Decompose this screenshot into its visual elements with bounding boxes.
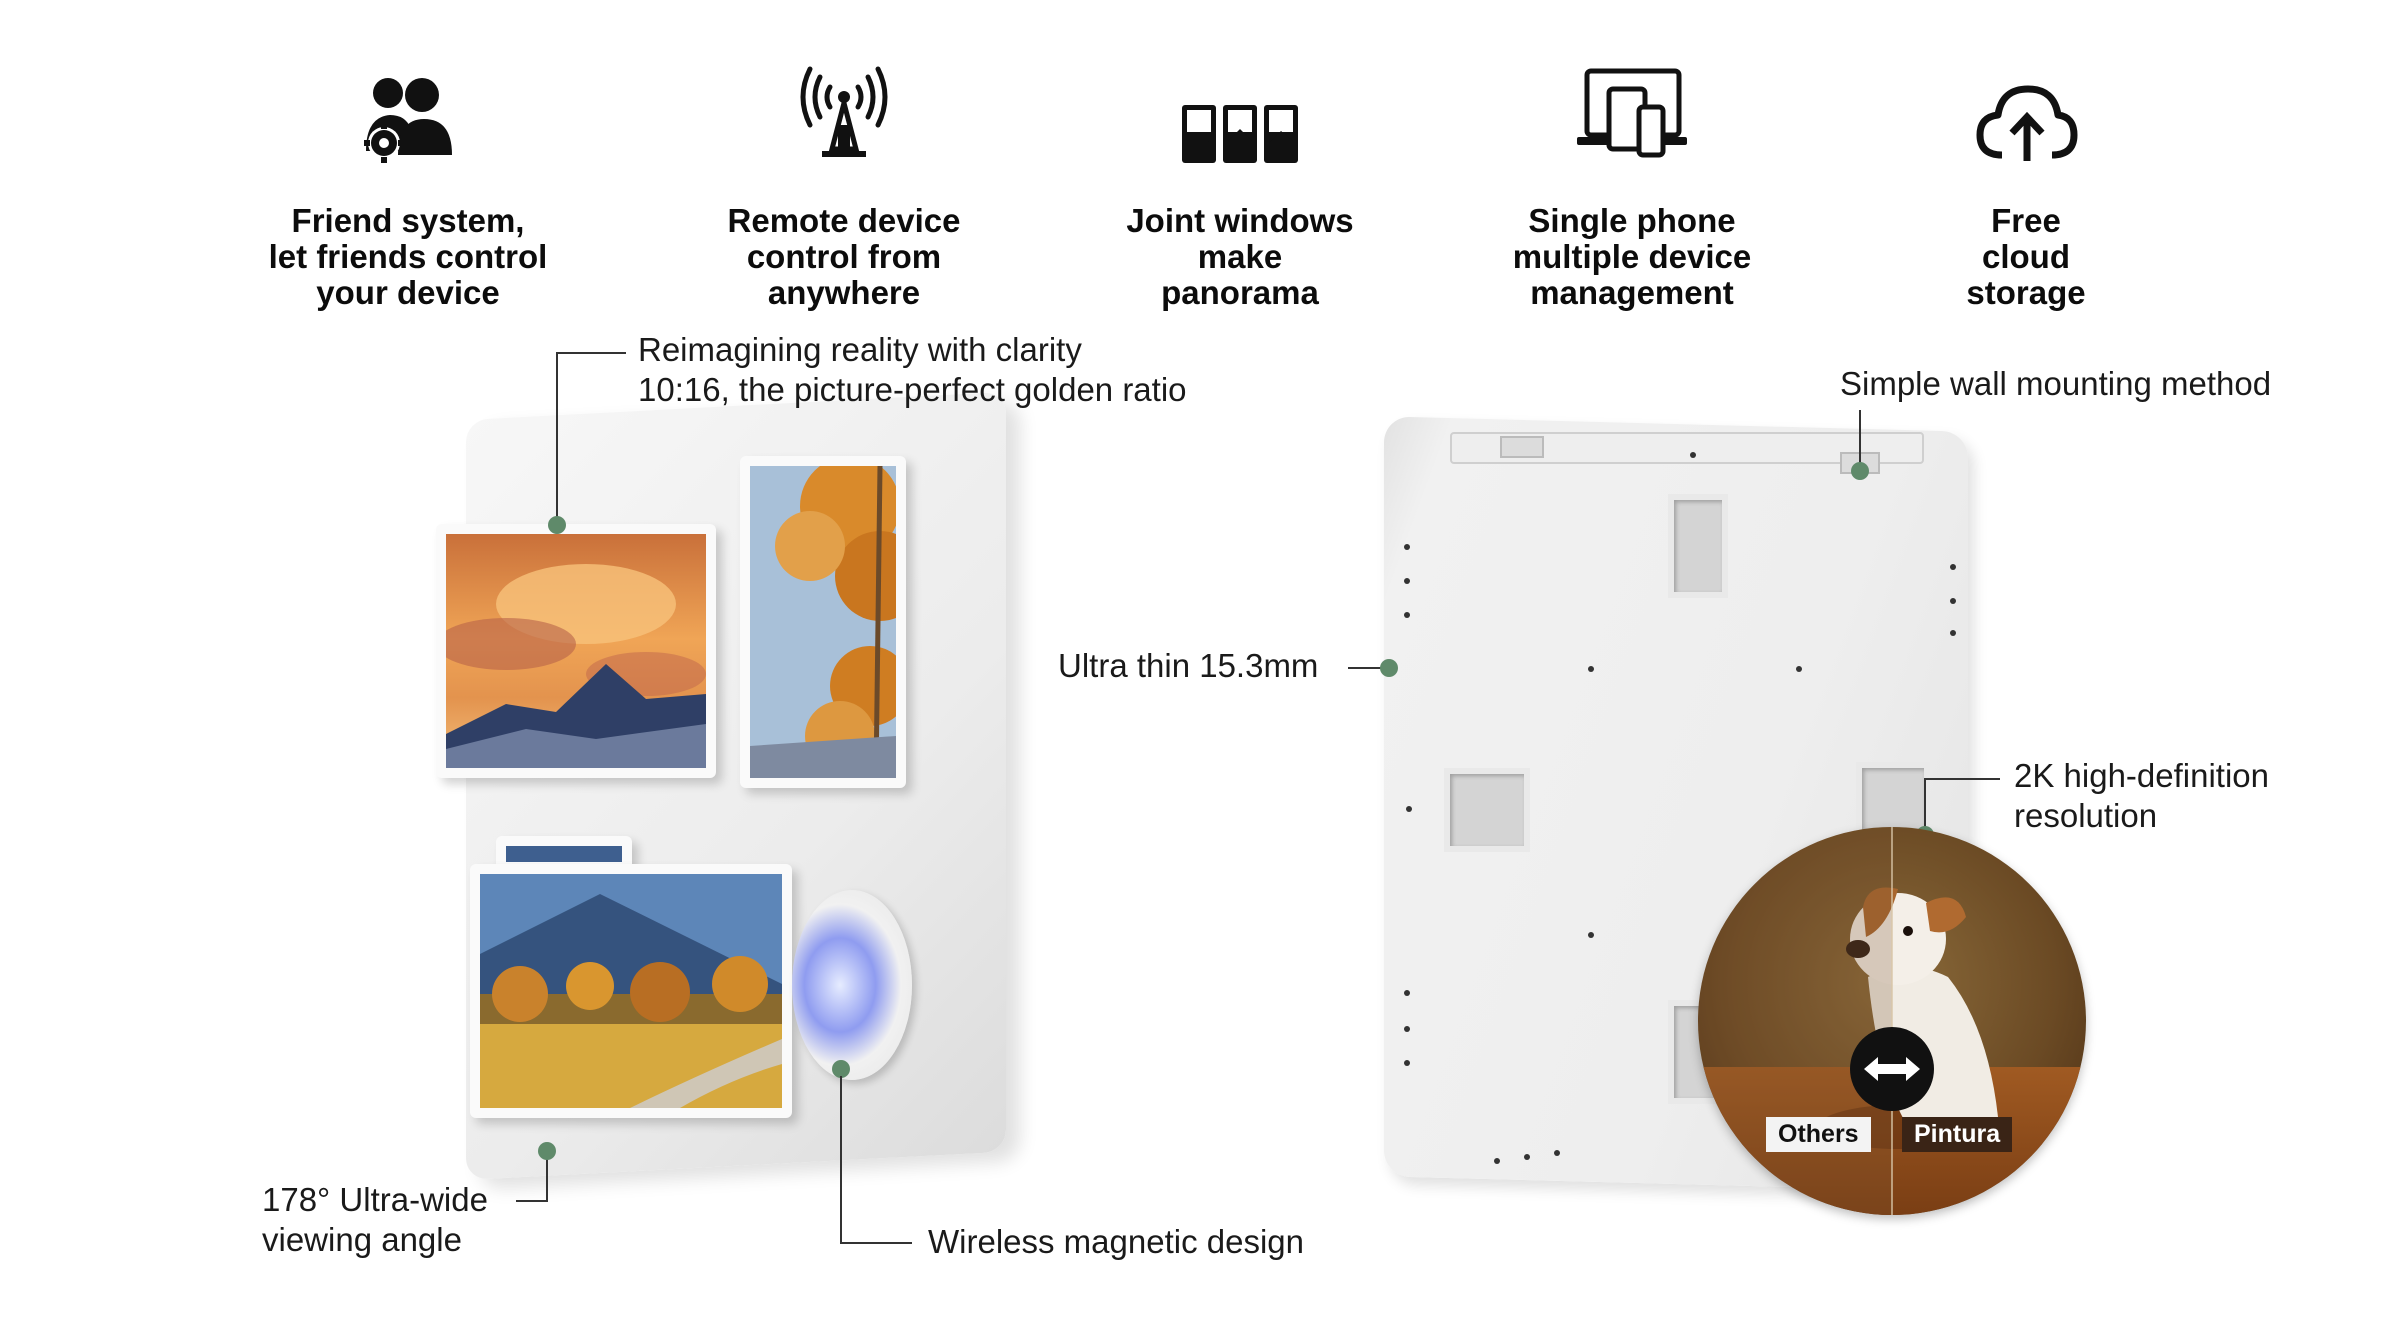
wireless-magnetic-charger <box>792 890 912 1080</box>
callout-text: Wireless magnetic design <box>928 1223 1304 1260</box>
feature-cloud-storage: Free cloud storage <box>1846 45 2206 311</box>
callout-line <box>1348 667 1384 669</box>
screw-hole <box>1406 806 1412 812</box>
callout-line <box>516 1200 548 1202</box>
callout-text: viewing angle <box>262 1221 462 1258</box>
screw-hole <box>1404 1026 1410 1032</box>
left-right-arrow-icon[interactable] <box>1850 1027 1934 1111</box>
screw-hole <box>1796 666 1802 672</box>
callout-text: 2K high-definition <box>2014 757 2270 794</box>
callout-line <box>840 1076 842 1244</box>
callout-text: 178° Ultra-wide <box>262 1181 488 1218</box>
screw-hole <box>1588 932 1594 938</box>
label-others: Others <box>1766 1117 1871 1152</box>
screw-hole <box>1524 1154 1530 1160</box>
frame-landscape <box>470 864 792 1118</box>
callout-mounting: Simple wall mounting method <box>1840 364 2271 404</box>
callout-text: resolution <box>2014 797 2158 834</box>
feature-multi-device: Single phone multiple device management <box>1452 45 1812 311</box>
callout-line <box>1924 778 1926 832</box>
screw-hole <box>1404 544 1410 550</box>
port-top <box>1668 494 1728 598</box>
callout-dot <box>832 1060 850 1078</box>
screw-hole <box>1950 564 1956 570</box>
callout-text: Ultra thin 15.3mm <box>1058 647 1319 684</box>
resolution-comparison: Others Pintura <box>1698 827 2086 1215</box>
callout-line <box>556 352 626 354</box>
callout-line <box>556 352 558 522</box>
callout-resolution: 2K high-definition resolution <box>2014 756 2269 836</box>
callout-text: Reimagining reality with clarity <box>638 331 1082 368</box>
callout-line <box>546 1150 548 1202</box>
multi-device-icon <box>1452 45 1812 165</box>
screw-hole <box>1950 598 1956 604</box>
callout-ultra-thin: Ultra thin 15.3mm <box>1058 646 1318 686</box>
joint-windows-icon <box>1060 45 1420 165</box>
label-pintura: Pintura <box>1902 1117 2013 1152</box>
callout-dot <box>1851 462 1869 480</box>
callout-dot <box>538 1142 556 1160</box>
feature-label: Friend system, let friends control your … <box>268 202 548 311</box>
callout-text: Simple wall mounting method <box>1840 365 2272 402</box>
callout-magnetic: Wireless magnetic design <box>928 1222 1304 1262</box>
friends-gear-icon <box>228 45 588 165</box>
screw-hole <box>1554 1150 1560 1156</box>
callout-line <box>1859 410 1861 468</box>
callout-clarity: Reimagining reality with clarity 10:16, … <box>638 330 1187 410</box>
frame-sunset <box>436 524 716 778</box>
port-right <box>1856 762 1930 836</box>
screw-hole <box>1404 1060 1410 1066</box>
port-left <box>1444 768 1530 852</box>
callout-text: 10:16, the picture-perfect golden ratio <box>638 371 1187 408</box>
callout-viewing-angle: 178° Ultra-wide viewing angle <box>262 1180 488 1260</box>
screw-hole <box>1404 578 1410 584</box>
screw-hole <box>1950 630 1956 636</box>
feature-label: Single phone multiple device management <box>1512 202 1752 311</box>
screw-hole <box>1404 612 1410 618</box>
feature-remote-control: Remote device control from anywhere <box>664 45 1024 311</box>
remote-antenna-icon <box>664 45 1024 165</box>
feature-label: Remote device control from anywhere <box>727 202 961 311</box>
callout-dot <box>548 516 566 534</box>
mounting-hook <box>1500 436 1544 458</box>
feature-label: Free cloud storage <box>1966 202 2086 311</box>
screw-hole <box>1404 990 1410 996</box>
frame-autumn-tree <box>740 456 906 788</box>
screw-hole <box>1690 452 1696 458</box>
callout-dot <box>1380 659 1398 677</box>
screw-hole <box>1494 1158 1500 1164</box>
feature-label: Joint windows make panorama <box>1126 202 1354 311</box>
screw-hole <box>1588 666 1594 672</box>
feature-joint-windows: Joint windows make panorama <box>1060 45 1420 311</box>
cloud-upload-icon <box>1846 45 2206 165</box>
callout-line <box>840 1242 912 1244</box>
callout-line <box>1924 778 2000 780</box>
dog-photo <box>1698 827 2086 1215</box>
feature-friend-system: Friend system, let friends control your … <box>228 45 588 311</box>
